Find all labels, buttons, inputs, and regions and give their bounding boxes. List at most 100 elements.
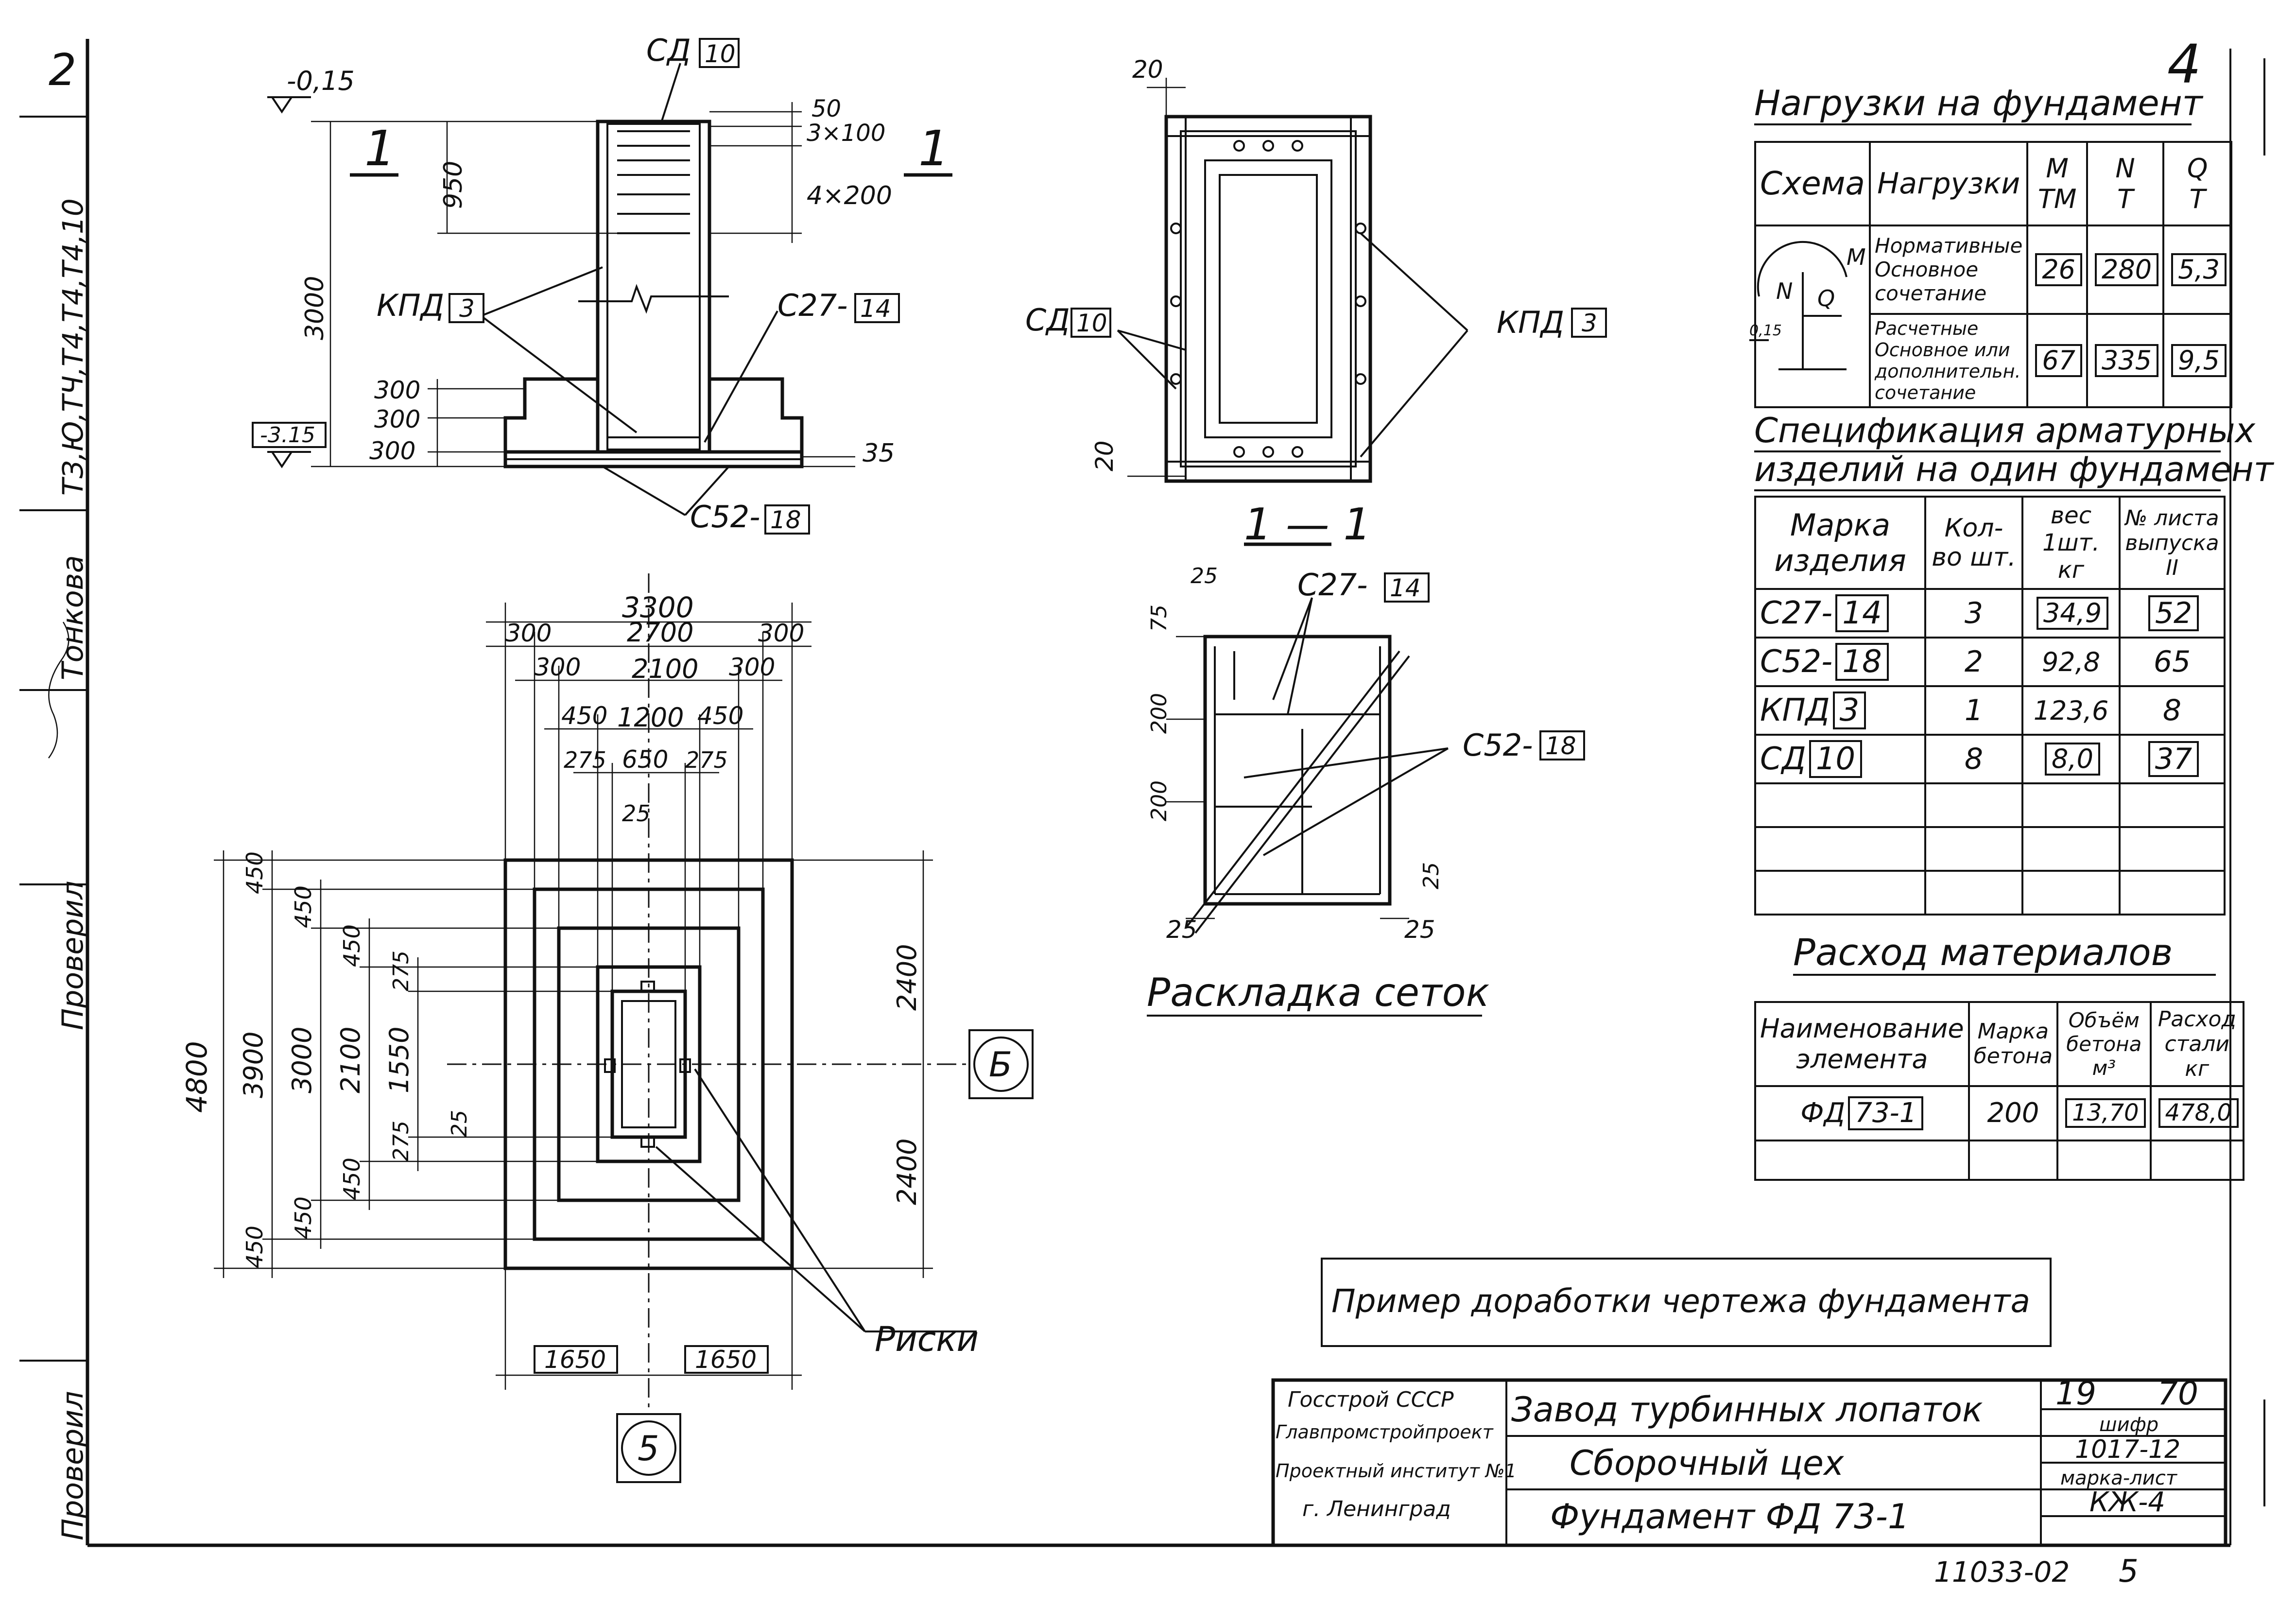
top-kpd-mark: 3 [1582, 309, 1597, 337]
sec-bottom-level: -3.15 [260, 423, 315, 448]
top-dim-20b: 20 [1090, 440, 1119, 471]
spec-row-0-name: С27-14 [1754, 588, 1926, 639]
tb-year-a: 19 [2055, 1375, 2096, 1412]
mesh-caption: Раскладка сеток [1147, 970, 1489, 1015]
axis-b-label: Б [989, 1045, 1012, 1085]
plan-h-25b: 25 [447, 1110, 472, 1137]
mat-row-mark: 73-1 [1848, 1096, 1924, 1130]
tb-sheet-label: марка-лист [2060, 1467, 2178, 1489]
loads-row1-n-val: 280 [2095, 253, 2159, 286]
mat-empty-row [1754, 1139, 2244, 1181]
margin-number: 2 [49, 45, 76, 96]
plan-h-450e: 450 [290, 1196, 316, 1239]
spec-title-1: Спецификация арматурных [1754, 411, 2255, 452]
spec-row-1-sheet: 65 [2119, 637, 2226, 687]
plan-d-300c: 300 [535, 653, 581, 681]
loads-row2-m-val: 67 [2035, 344, 2083, 377]
materials-table: Наименование элемента Марка бетона Объём… [1754, 1001, 2244, 1181]
spec-h-sheet: № листа выпуска II [2119, 496, 2226, 590]
plan-d-275a: 275 [564, 747, 606, 773]
spec-row-1-label: С52- [1760, 643, 1833, 680]
spec-row-3-label: СД [1760, 741, 1806, 777]
margin-signature [48, 622, 69, 759]
loads-row2-label: Расчетные Основное или дополнительн. соч… [1868, 312, 2029, 409]
margin-prov-2: Проверил [56, 1391, 90, 1540]
spec-row-1-qty: 2 [1924, 637, 2023, 687]
sec-dim-950: 950 [439, 161, 468, 209]
loads-title: Нагрузки на фундамент [1754, 83, 2203, 125]
mat-h-grade: Марка бетона [1968, 1001, 2059, 1087]
mesh-d-25b: 25 [1419, 862, 1444, 889]
spec-row-2-w: 123,6 [2021, 685, 2121, 736]
title-block-frame [1271, 1378, 2227, 1547]
spec-row-1-name: С52-18 [1754, 637, 1926, 687]
loads-row2-n: 335 [2086, 312, 2165, 409]
plan-d-450a: 450 [561, 702, 607, 730]
spec-empty-row-3 [1754, 870, 2226, 916]
plan-d-450b: 450 [697, 702, 743, 730]
tb-line1: Завод турбинных лопаток [1511, 1390, 1983, 1430]
spec-h-mark: Марка изделия [1754, 496, 1926, 590]
mesh-c52-label: С52- [1463, 727, 1533, 763]
spec-row-0-w: 34,9 [2036, 597, 2109, 630]
loads-row1-m: 26 [2026, 224, 2089, 315]
tb-org1: Госстрой СССР [1288, 1387, 1454, 1412]
mesh-c52-mark: 18 [1545, 732, 1576, 760]
mesh-d-25a: 25 [1191, 564, 1218, 588]
plan-d-1200: 1200 [617, 702, 684, 733]
mat-h-volume: Объём бетона м³ [2056, 1001, 2152, 1087]
tb-org3: Проектный институт №1 [1276, 1460, 1517, 1482]
spec-row-0-mark: 14 [1835, 594, 1889, 633]
loads-h-m-unit: ТМ [2037, 183, 2077, 214]
mat-row-steel-cell: 478,0 [2149, 1085, 2244, 1141]
spec-row-3-w-cell: 8,0 [2021, 734, 2121, 784]
plan-d-275b: 275 [685, 747, 728, 773]
mat-h-steel: Расход стали кг [2149, 1001, 2244, 1087]
spec-row-2-mark: 3 [1832, 691, 1866, 730]
sheet-number: 4 [2167, 33, 2201, 95]
plan-riski: Риски [875, 1319, 979, 1359]
spec-row-1: С52-18 2 92,8 65 [1754, 637, 2226, 687]
spec-row-2-label: КПД [1760, 692, 1830, 728]
plan-h-1550: 1550 [384, 1027, 414, 1093]
note-text: Пример доработки чертежа фундамента [1331, 1282, 2030, 1320]
sec-c27-mark: 14 [860, 294, 891, 323]
plan-r-2400b: 2400 [892, 1139, 922, 1205]
loads-h-n-sym: N [2115, 153, 2135, 184]
loads-row2-n-val: 335 [2095, 344, 2159, 377]
sec-kpd-label: КПД [377, 288, 444, 323]
plan-b-1650a: 1650 [544, 1346, 606, 1374]
spec-row-0-qty: 3 [1924, 588, 2023, 639]
tb-org4: г. Ленинград [1302, 1497, 1451, 1521]
plan-d-2100: 2100 [632, 654, 698, 684]
plan-h-4800: 4800 [180, 1041, 213, 1113]
plan-h-450c: 450 [339, 924, 365, 967]
plan-b-1650b: 1650 [695, 1346, 757, 1374]
sec-dim-300a: 300 [374, 376, 420, 404]
sec-mark-left: 1 [364, 120, 396, 177]
tb-cipher: 1017-12 [2075, 1435, 2180, 1464]
sec-dim-300c: 300 [369, 437, 415, 465]
footer-code: 11033-02 [1934, 1555, 2070, 1589]
sec-dim-300b: 300 [374, 405, 420, 433]
sec-c52-mark: 18 [770, 506, 801, 534]
top-kpd-label: КПД [1497, 305, 1564, 340]
mesh-layout [1147, 542, 1482, 1017]
mat-row-name-label: ФД [1800, 1097, 1846, 1129]
loads-h-schema: Схема [1754, 141, 1871, 226]
spec-row-2-sheet: 8 [2119, 685, 2226, 736]
spec-row-3-w: 8,0 [2045, 743, 2100, 776]
mat-h-name: Наименование элемента [1754, 1001, 1970, 1087]
spec-title-2: изделий на один фундамент [1754, 449, 2274, 491]
spec-empty-row-1 [1754, 782, 2226, 828]
top-sd-mark: 10 [1076, 309, 1107, 337]
plan-w-3300: 3300 [622, 591, 694, 624]
mesh-d-25c: 25 [1166, 916, 1197, 944]
sec-dim-50: 50 [811, 95, 841, 122]
plan-d-25a: 25 [622, 800, 651, 827]
tb-cipher-label: шифр [2099, 1414, 2158, 1436]
plan-h-275a: 275 [389, 950, 414, 991]
